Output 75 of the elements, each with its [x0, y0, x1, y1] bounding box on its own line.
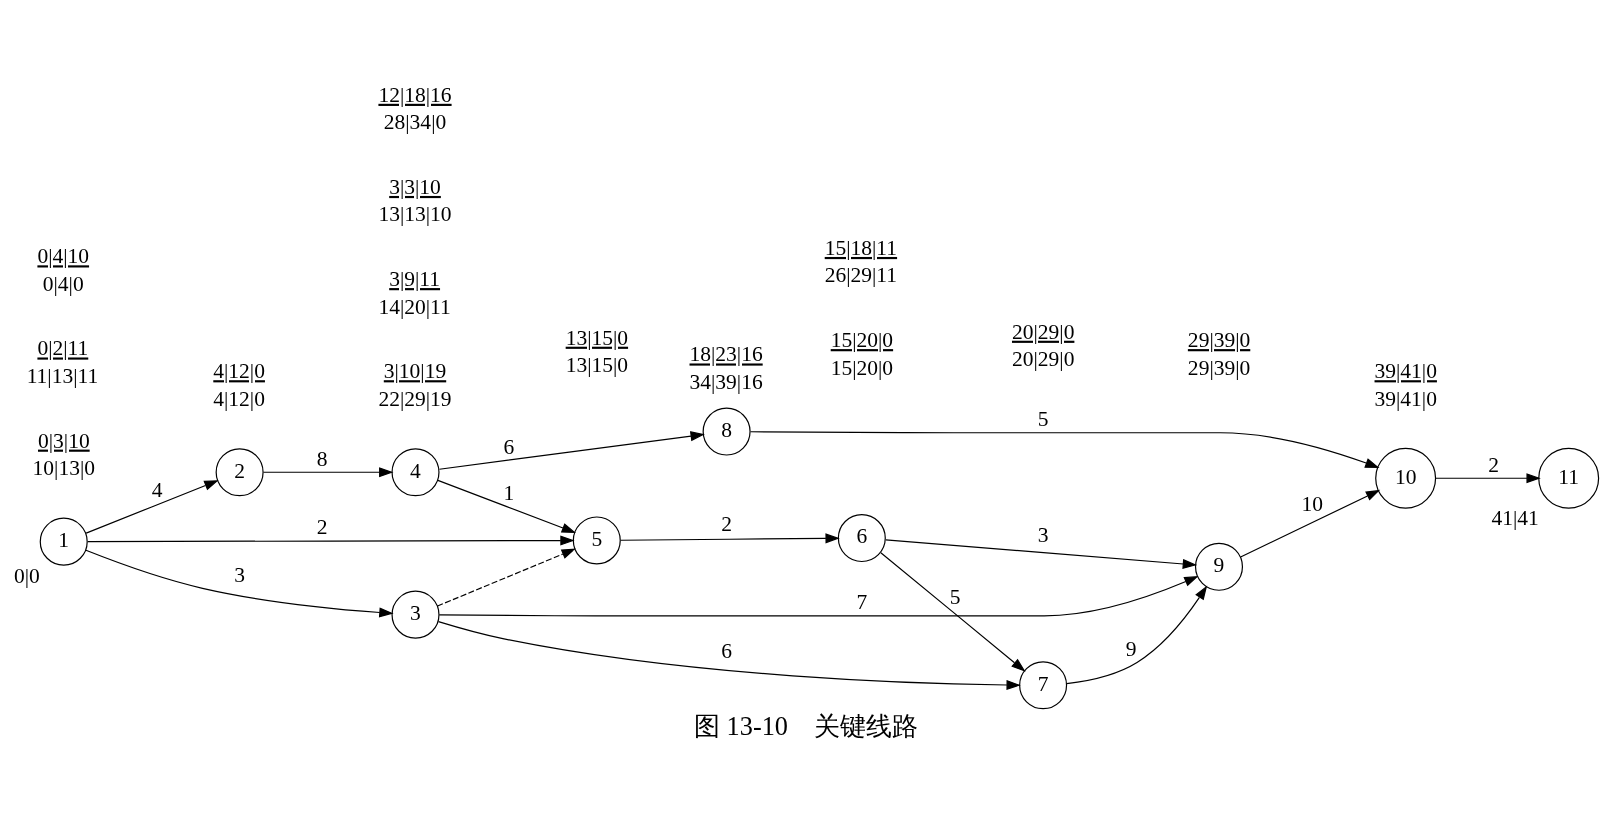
- label: 13|13|10: [378, 202, 452, 227]
- arrow: [437, 620, 1021, 691]
- label: 26|29|11: [824, 263, 898, 288]
- edge-label: 1: [503, 481, 515, 506]
- node-circle: 6: [837, 514, 886, 563]
- label: 14|20|11: [378, 294, 451, 319]
- caption: 图 13-10 关键线路: [694, 711, 918, 741]
- node-circle: 5: [572, 516, 621, 565]
- arrow: [750, 431, 1380, 468]
- edge-label: 3: [1037, 523, 1049, 548]
- label: 13|15|0: [565, 353, 629, 378]
- label: 22|29|19: [378, 386, 452, 411]
- edge-label: 6: [721, 639, 732, 664]
- node-circle: 1: [39, 517, 88, 566]
- label: 20|29|0: [1011, 319, 1075, 344]
- node-circle: 9: [1194, 542, 1244, 591]
- node-circle: 7: [1019, 661, 1068, 710]
- label: 10|13|0: [32, 456, 96, 481]
- arrow: [438, 431, 705, 470]
- arrow: [885, 539, 1198, 569]
- arrow: [437, 479, 577, 534]
- arrow: [438, 576, 1199, 617]
- edge-label: 6: [503, 434, 515, 459]
- label: 0|3|10: [38, 428, 90, 453]
- arrow: [1434, 473, 1541, 484]
- edge-label: 7: [856, 590, 868, 615]
- label: 39|41|0: [1374, 386, 1437, 411]
- label: 13|15|0: [565, 325, 629, 350]
- edge-label: 4: [151, 477, 163, 502]
- arrow: [85, 549, 394, 618]
- label: 28|34|0: [383, 110, 447, 135]
- edge-label: 8: [316, 446, 328, 471]
- arrow: [87, 535, 575, 546]
- edge-label: 2: [316, 514, 328, 539]
- arrow: [880, 552, 1026, 672]
- node-label: 0|0: [13, 563, 40, 588]
- label: 3|3|10: [389, 174, 441, 199]
- edge-label: 2: [721, 512, 732, 537]
- label: 34|39|16: [689, 369, 763, 394]
- node-circle: 2: [215, 448, 264, 497]
- arrow: [620, 533, 840, 544]
- node-circle: 8: [702, 407, 751, 456]
- arrow: [262, 467, 394, 478]
- arrow: [85, 480, 219, 534]
- label: 29|39|0: [1187, 328, 1251, 353]
- label: 0|2|11: [37, 336, 89, 361]
- label: 0|4|10: [37, 244, 90, 269]
- label: 29|39|0: [1187, 355, 1251, 380]
- label: 39|41|0: [1374, 359, 1437, 384]
- node-circle: 11: [1538, 447, 1600, 509]
- label: 15|20|0: [830, 328, 894, 353]
- label: 4|12|0: [213, 386, 265, 411]
- label: 12|18|16: [378, 82, 452, 107]
- edge-label: 10: [1301, 492, 1324, 517]
- node-circle: 10: [1375, 447, 1437, 509]
- edge-label: 9: [1125, 636, 1137, 661]
- label: 18|23|16: [689, 342, 763, 367]
- edge-label: 2: [1488, 452, 1499, 477]
- label: 15|20|0: [830, 355, 894, 380]
- node-label: 41|41: [1491, 506, 1539, 531]
- edge-label: 5: [949, 585, 961, 610]
- label: 0|4|0: [42, 271, 84, 296]
- arrow: [436, 548, 576, 607]
- arrow: [1240, 489, 1381, 558]
- label: 4|12|0: [213, 359, 265, 384]
- label: 3|9|11: [389, 267, 441, 292]
- edge-label: 5: [1037, 407, 1049, 432]
- label: 15|18|11: [824, 235, 898, 260]
- edge-label: 3: [234, 562, 245, 587]
- arrow: [1066, 585, 1208, 685]
- label: 11|13|11: [26, 363, 99, 388]
- label: 3|10|19: [383, 359, 447, 384]
- label: 20|29|0: [1011, 347, 1075, 372]
- node-circle: 4: [391, 448, 440, 497]
- node-circle: 3: [391, 590, 440, 639]
